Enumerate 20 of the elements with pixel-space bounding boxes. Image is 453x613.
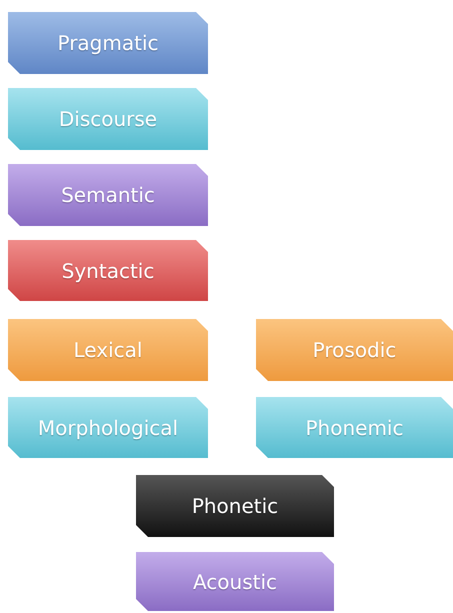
label-box (8, 12, 208, 74)
label-box (8, 240, 208, 301)
box-label: Acoustic (192, 570, 278, 594)
label-box (256, 319, 453, 381)
label-box (8, 397, 208, 458)
box-label: Phonetic (192, 494, 278, 518)
label-box (8, 319, 208, 381)
box-label: Pragmatic (57, 31, 158, 55)
label-box (136, 475, 334, 537)
label-box (256, 397, 453, 458)
label-box (136, 552, 334, 611)
label-box (8, 88, 208, 150)
box-label: Syntactic (62, 258, 154, 282)
box-label: Lexical (74, 338, 142, 362)
box-label: Phonemic (306, 416, 404, 440)
label-box (8, 164, 208, 226)
box-label: Morphological (38, 416, 178, 440)
box-label: Semantic (61, 183, 155, 207)
box-label: Discourse (58, 107, 158, 131)
box-label: Prosodic (312, 338, 396, 362)
